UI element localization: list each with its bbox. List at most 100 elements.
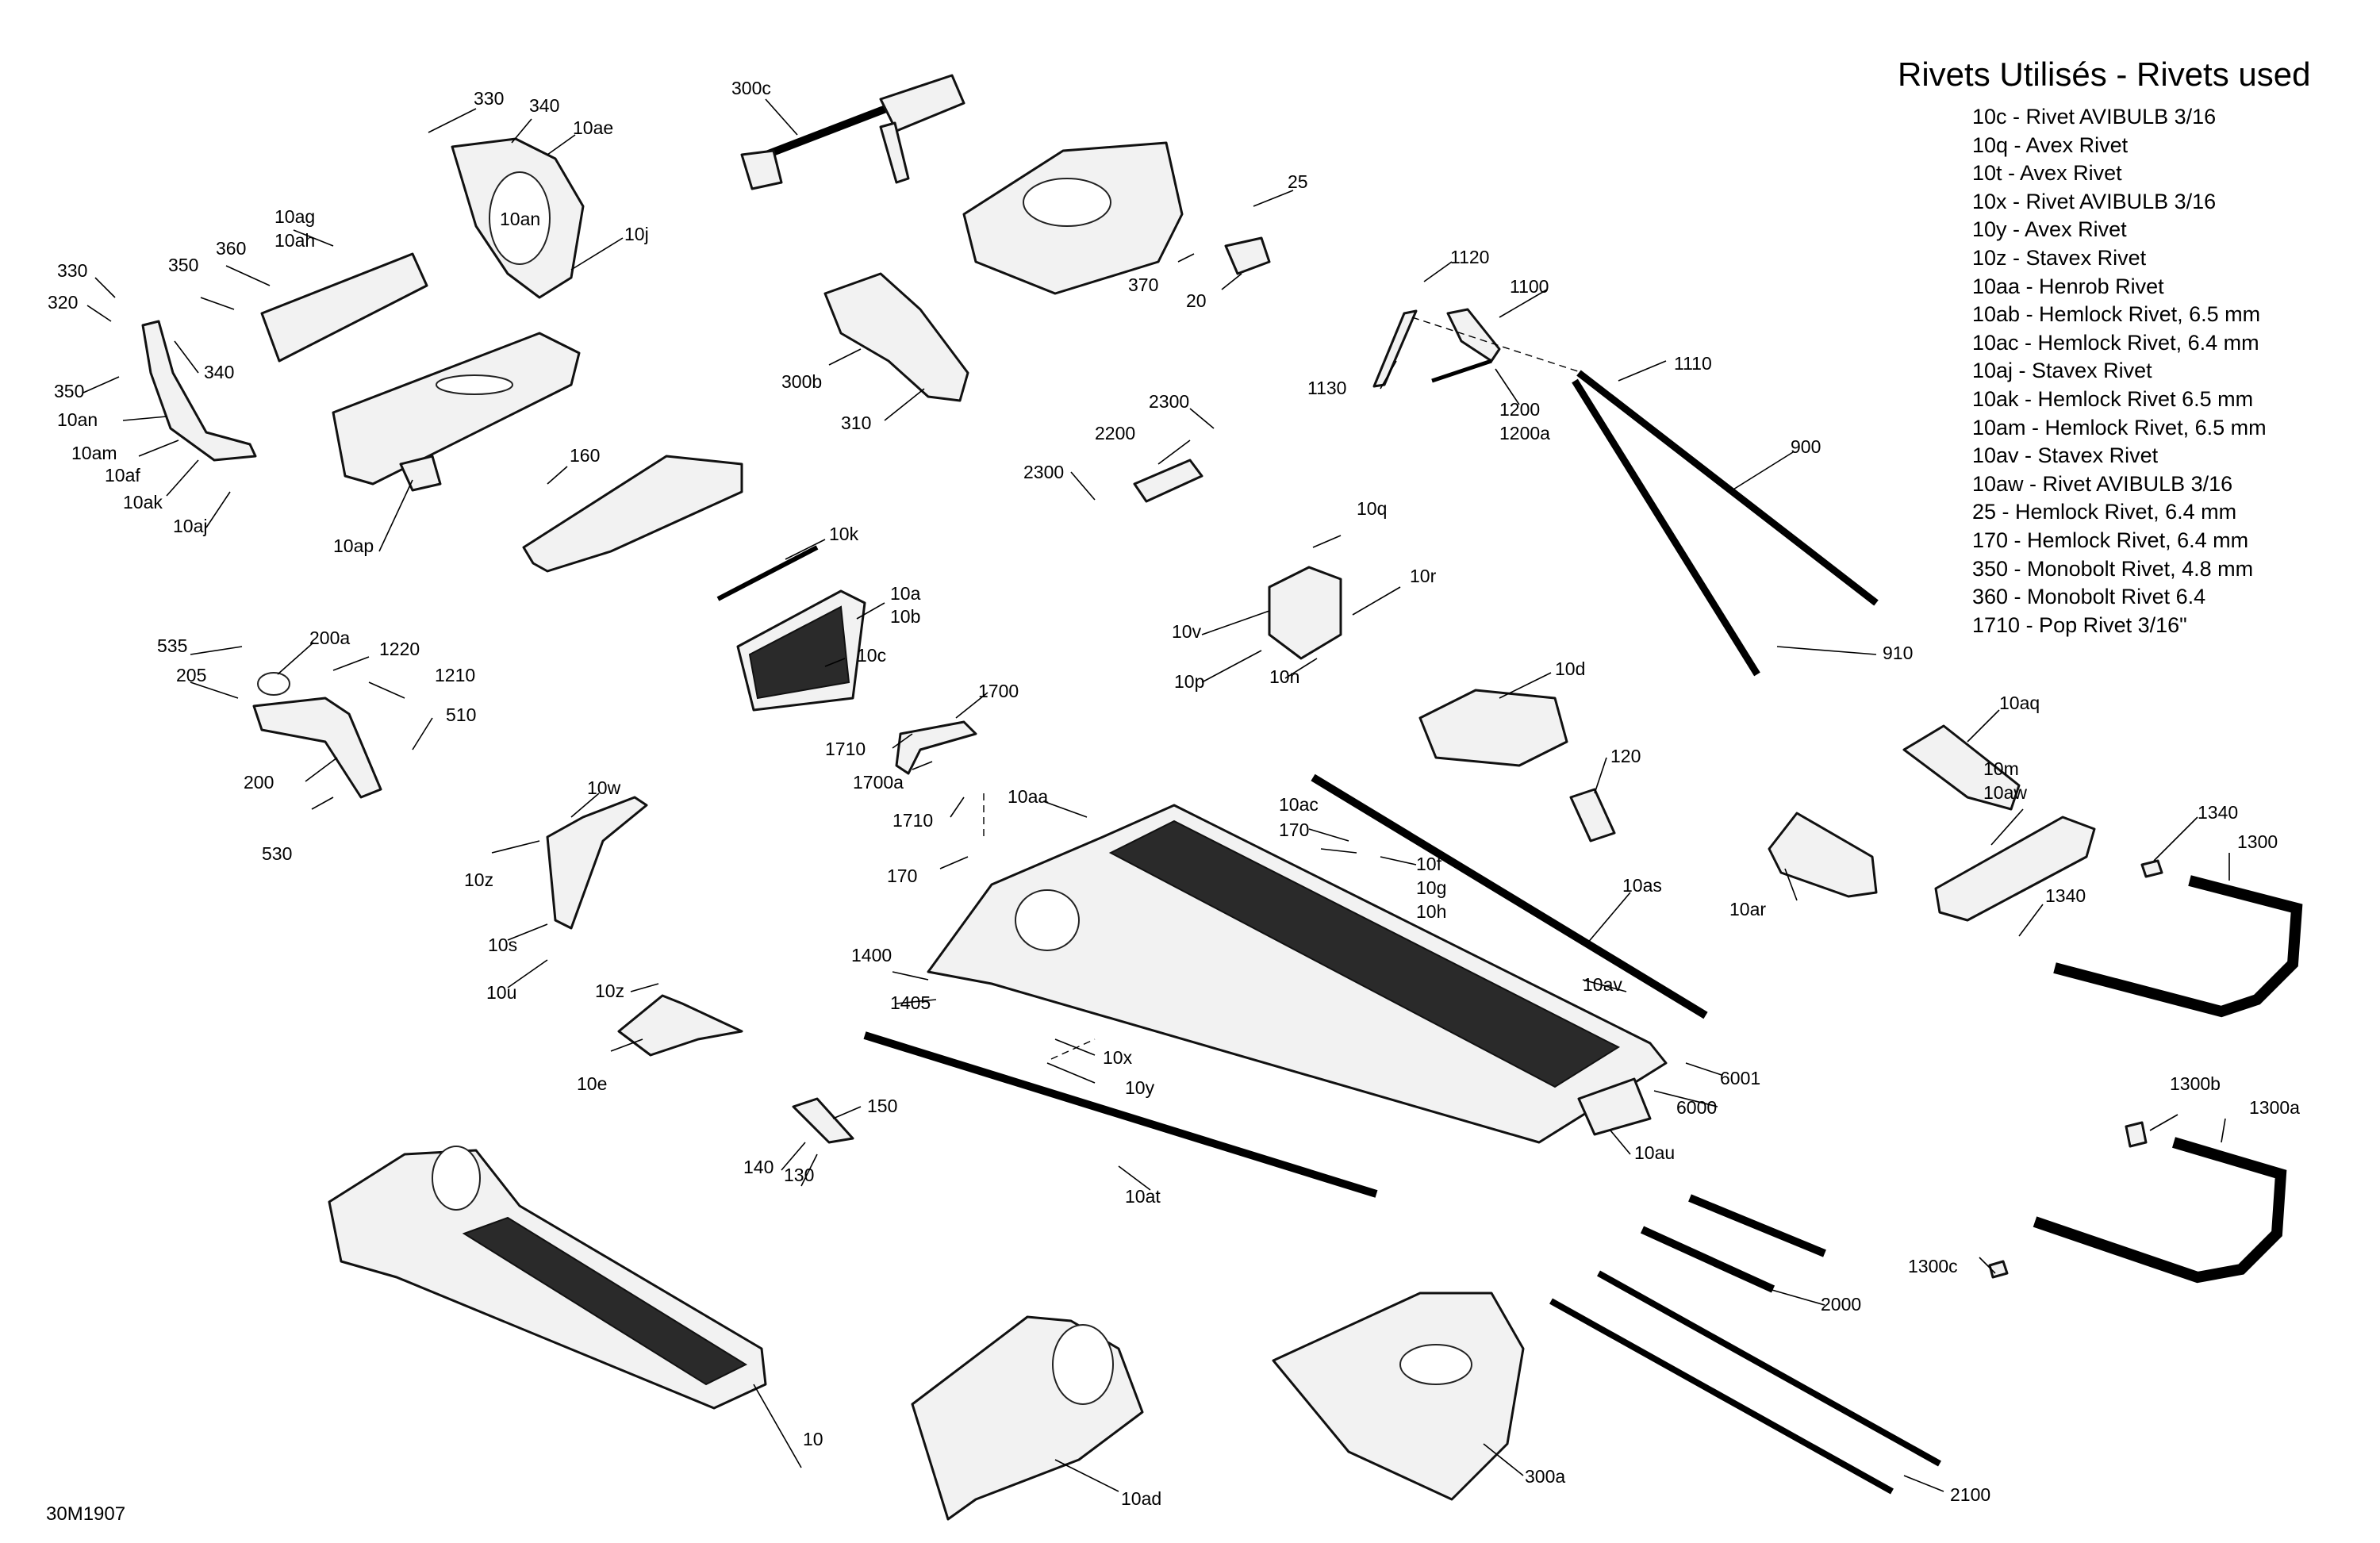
callout-10af: 10af [105,465,140,486]
callout-1340: 1340 [2198,802,2239,823]
callout-340: 340 [204,362,235,382]
part-10e [617,994,743,1057]
part-bulkhead-upper [962,141,1184,295]
legend-item: 350 - Monobolt Rivet, 4.8 mm [1972,556,2254,581]
callout-2100: 2100 [1950,1484,1991,1505]
part-2100-b [1549,1298,1894,1495]
callout-1400: 1400 [851,945,892,965]
callout-10as: 10as [1622,875,1662,896]
callout-530: 530 [262,843,293,864]
legend-item: 170 - Hemlock Rivet, 6.4 mm [1972,528,2249,552]
callout-1210: 1210 [435,665,476,685]
callout-1710: 1710 [892,810,934,831]
part-1700 [895,720,977,775]
part-2200 [1133,459,1203,503]
callout-1100: 1100 [1510,276,1549,297]
callout-10aa: 10aa [1008,786,1049,807]
drawing-code: 30M1907 [46,1503,126,1525]
callout-1200a: 1200a [1499,423,1550,443]
part-1300 [2053,875,2303,1018]
callout-10y: 10y [1125,1077,1155,1098]
callout-310: 310 [841,413,872,433]
callout-10n: 10n [1269,666,1300,687]
callout-535: 535 [157,635,188,656]
callout-10j: 10j [624,224,649,244]
part-10-chassis [328,1146,767,1410]
part-300b [823,272,969,402]
part-2100-a [1597,1270,1941,1467]
legend-item: 10ak - Hemlock Rivet 6.5 mm [1972,386,2254,411]
callout-10h: 10h [1416,901,1447,922]
callout-10k: 10k [829,524,859,544]
callout-10ae: 10ae [573,117,614,138]
part-10m [1934,816,2096,922]
callout-10z: 10z [464,869,494,890]
legend-item: 10y - Avex Rivet [1972,217,2127,242]
part-1300a [2033,1137,2287,1284]
part-tunnel-assembly [927,804,1668,1144]
callout-300a: 300a [1525,1466,1566,1487]
callout-200a: 200a [309,628,351,648]
part-900 [1572,370,1879,677]
callout-10g: 10g [1416,877,1447,898]
part-2000-a [1688,1194,1826,1257]
legend-item: 10aj - Stavex Rivet [1972,359,2152,383]
callout-330: 330 [57,260,88,281]
part-200 [252,697,382,799]
callout-1110: 1110 [1674,353,1712,374]
callout-910: 910 [1883,643,1914,663]
part-10ae [451,137,585,299]
callout-2300: 2300 [1149,391,1190,412]
callout-10w: 10w [587,777,621,798]
legend-item: 10ab - Hemlock Rivet, 6.5 mm [1972,302,2261,327]
part-1200-rod [1431,359,1492,383]
rivet-legend: Rivets Utilisés - Rivets used 10c - Rive… [1898,56,2310,639]
callout-320: 320 [48,292,79,313]
callout-10d: 10d [1555,658,1586,679]
callout-10aq: 10aq [1999,693,2040,713]
part-200a [257,672,290,696]
legend-item: 10q - Avex Rivet [1972,132,2129,157]
callout-1300a: 1300a [2249,1097,2300,1118]
part-10as [1311,773,1708,1019]
callout-10p: 10p [1174,671,1205,692]
callout-10aj: 10aj [173,516,208,536]
callout-10u: 10u [486,982,517,1003]
legend-item: 10z - Stavex Rivet [1972,245,2147,270]
assembly-line [1411,317,1583,374]
part-10at [863,1031,1378,1198]
part-130 [792,1097,854,1144]
callout-1340: 1340 [2045,885,2086,906]
callout-1120: 1120 [1450,247,1490,267]
callout-370: 370 [1128,274,1159,295]
legend-item: 360 - Monobolt Rivet 6.4 [1972,585,2206,609]
callout-140: 140 [743,1157,774,1177]
part-20 [1224,236,1271,275]
assembly-line [1050,1038,1096,1060]
callout-10z: 10z [595,981,625,1001]
legend-item: 10x - Rivet AVIBULB 3/16 [1972,189,2217,213]
legend-item: 10aw - Rivet AVIBULB 3/16 [1972,471,2233,496]
callout-10av: 10av [1583,974,1622,995]
callout-10at: 10at [1125,1186,1161,1207]
callout-360: 360 [216,238,247,259]
part-160 [522,455,743,573]
callout-10s: 10s [488,935,518,955]
callout-2000: 2000 [1821,1294,1862,1315]
legend-item: 10av - Stavex Rivet [1972,443,2159,468]
legend-item: 1710 - Pop Rivet 3/16" [1972,612,2187,637]
callout-10ak: 10ak [123,492,163,512]
part-1340 [2140,859,2163,878]
callout-170: 170 [887,866,918,886]
callout-10m: 10m [1983,758,2019,779]
legend-item: 25 - Hemlock Rivet, 6.4 mm [1972,500,2237,524]
callout-330: 330 [474,88,505,109]
legend-item: 10ac - Hemlock Rivet, 6.4 mm [1972,330,2259,355]
part-10aq [1902,724,2021,811]
part-10ad [911,1315,1144,1521]
callout-10q: 10q [1357,498,1388,519]
callout-10ag: 10ag [274,206,316,227]
part-10ag [260,252,428,363]
callout-10ad: 10ad [1121,1488,1162,1509]
